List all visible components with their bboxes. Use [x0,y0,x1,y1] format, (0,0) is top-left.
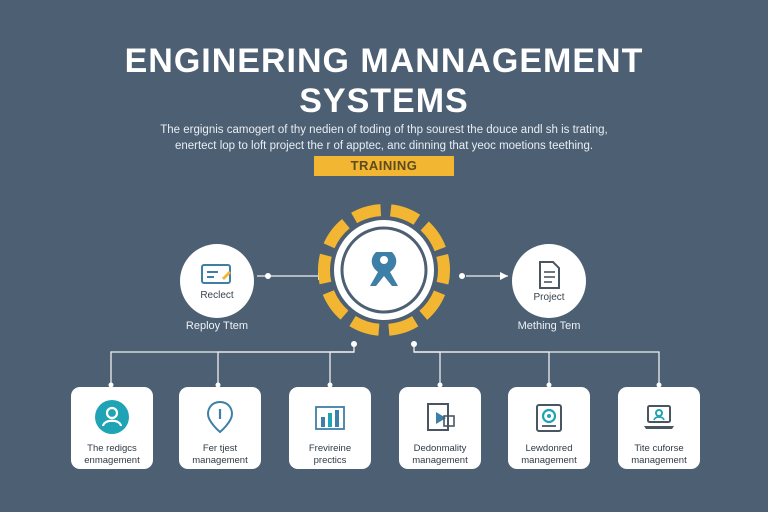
training-badge: TRAINING [314,156,454,176]
hub-inner-ring [340,226,428,314]
screen-edit-icon [201,263,231,284]
document-icon [539,260,560,289]
card-4-line-2: management [412,455,468,466]
title-line-1: ENGINERING MANNAGEMENT [124,42,644,80]
card-3-line-1: Frevireine [308,443,352,454]
title-line-2: SYSTEMS [299,82,469,120]
ribbon-icon [370,252,398,286]
card-6-line-1: Tite cuforse [634,443,684,454]
description-line-1: The ergignis camogert of thy nedien of t… [160,124,608,136]
left-node-label: Reclect [200,289,234,301]
card-4-line-1: Dedonmality [413,443,467,454]
card-2-line-2: management [192,455,248,466]
gear-clipboard-icon [536,404,562,432]
card-1-line-2: enmagement [84,455,140,466]
left-node: Reclect [180,244,254,318]
right-node-label: Project [533,291,565,303]
card-6-line-2: management [631,455,687,466]
laptop-icon [644,405,674,429]
location-pin-icon [206,400,234,434]
card-5-line-2: management [521,455,577,466]
person-icon [95,400,129,434]
card-2-line-1: Fer tjest [202,443,238,454]
card-5-line-1: Lewdonred [525,443,573,454]
document-play-icon [427,403,455,431]
card-1-line-1: The redigcs [87,443,137,454]
card-3-line-2: prectics [313,455,347,466]
description-line-2: enertect lop to loft project the r of ap… [174,140,594,152]
bar-chart-icon [315,406,345,430]
right-node: Project [512,244,586,318]
left-node-sub: Reploy Ttem [185,320,249,332]
right-node-sub: Mething Tem [517,320,581,332]
